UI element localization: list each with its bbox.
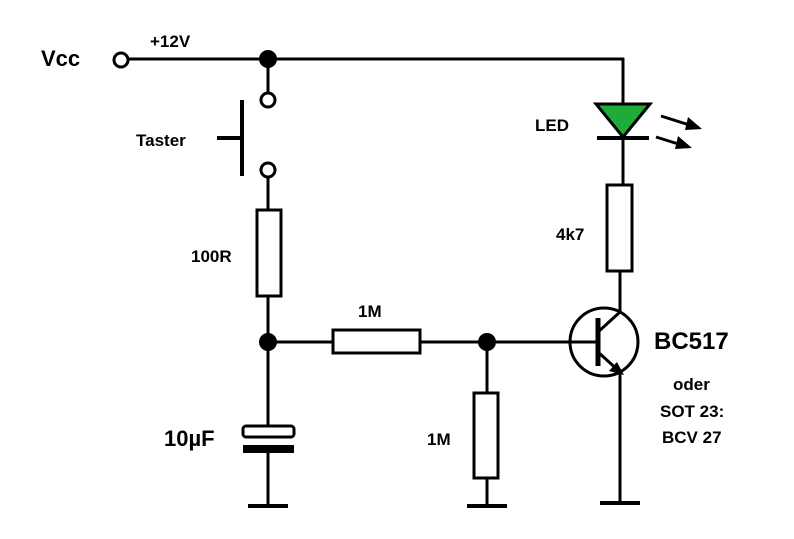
switch-contact-top [259,91,277,109]
junctions [259,50,496,351]
vcc-terminal [112,51,130,69]
light-emission-arrows-icon [655,114,702,149]
resistor-100r-label: 100R [191,247,232,266]
junction-dot [478,333,496,351]
switch-contact-bottom [259,161,277,179]
push-button-switch [217,91,277,179]
resistor-4k7-label: 4k7 [556,225,584,244]
capacitor-symbol [241,424,296,453]
capacitor-plate-negative [243,445,294,453]
alternative-label-line2: SOT 23: [660,402,724,421]
capacitor-label: 10µF [164,426,215,451]
alternative-label-line3: BCV 27 [662,428,722,447]
npn-transistor-symbol [568,306,640,378]
supply-voltage-label: +12V [150,32,191,51]
wires [127,57,625,508]
transistor-collector [596,310,622,334]
resistor-pulldown-1m [472,391,500,480]
resistor-4k7 [605,183,634,273]
junction-dot [259,50,277,68]
resistor-100r [255,208,283,298]
ground-symbols [248,501,640,508]
alternative-label-line1: oder [673,375,710,394]
led-symbol [592,102,702,149]
led-label: LED [535,116,569,135]
switch-label: Taster [136,131,186,150]
resistor-base-1m [331,328,422,355]
led-diode-triangle [592,102,654,140]
resistor-pulldown-label: 1M [427,430,451,449]
transistor-outline [568,306,640,378]
emitter-arrow-icon [609,362,624,375]
junction-dot [259,333,277,351]
transistor-label: BC517 [654,328,729,355]
resistor-base-label: 1M [358,302,382,321]
vcc-label: Vcc [41,46,80,71]
capacitor-plate-positive [241,424,296,439]
